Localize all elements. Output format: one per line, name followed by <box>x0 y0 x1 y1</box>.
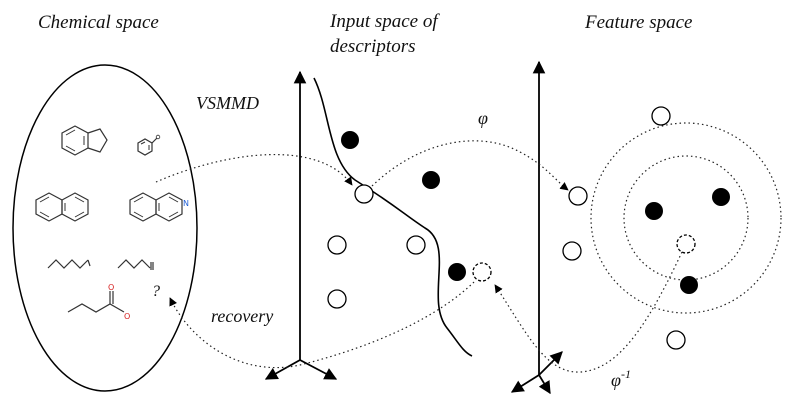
alkyl-chain-molecule-2 <box>117 259 154 270</box>
carboxylic-molecule: O O <box>67 283 130 321</box>
feature-point-open <box>666 330 686 350</box>
phi-inverse-mapping-arrow <box>494 251 683 373</box>
phi-inverse-superscript: -1 <box>621 367 631 381</box>
feature-point-filled <box>712 188 730 206</box>
oxygen-atom-label-top: O <box>108 283 114 292</box>
feature-point-filled <box>645 202 663 220</box>
input-point-dashed-preimage <box>472 262 492 282</box>
phi-inverse-label: φ-1 <box>611 367 631 390</box>
feature-inner-dotted-circle <box>623 155 749 281</box>
isoquinoline-molecule: N <box>129 192 189 222</box>
recovery-label: recovery <box>211 306 273 326</box>
vsmmd-mapping-arrow <box>155 154 353 186</box>
feature-space-title: Feature space <box>584 12 692 33</box>
input-point-open-target <box>354 184 374 204</box>
vsmmd-label: VSMMD <box>196 93 259 113</box>
chemical-space-title: Chemical space <box>38 12 159 33</box>
input-point-filled <box>341 131 359 149</box>
input-point-open <box>406 235 426 255</box>
naphthalene-molecule <box>35 192 89 222</box>
input-point-open <box>327 235 347 255</box>
feature-outer-dotted-circle <box>590 122 782 314</box>
nitrogen-atom-label: N <box>183 199 189 208</box>
feature-axis-left <box>510 374 540 393</box>
indane-molecule <box>61 125 108 156</box>
input-point-filled <box>422 171 440 189</box>
feature-point-open-target <box>568 186 588 206</box>
feature-axis-right <box>538 351 563 376</box>
feature-axis-down <box>538 374 551 395</box>
alkyl-chain-molecule-1 <box>47 259 91 269</box>
feature-point-dashed-center <box>676 234 696 254</box>
input-point-filled <box>448 263 466 281</box>
feature-point-filled <box>680 276 698 294</box>
phi-inverse-base: φ <box>611 370 621 390</box>
input-point-open <box>327 289 347 309</box>
feature-point-open <box>562 241 582 261</box>
oxygen-atom-label-bottom: O <box>124 312 130 321</box>
input-axis-left <box>264 359 301 380</box>
recovery-mapping-arrow <box>169 281 475 369</box>
phenyl-molecule <box>137 134 161 156</box>
chemical-space-ellipse <box>12 64 198 392</box>
input-axis-right <box>299 359 338 380</box>
feature-point-open <box>651 106 671 126</box>
phi-label: φ <box>478 108 488 128</box>
input-space-title-line1: Input space of <box>329 11 440 32</box>
question-mark: ? <box>152 283 160 300</box>
decision-boundary-curve <box>313 77 473 357</box>
input-space-title-line2: descriptors <box>330 36 416 57</box>
